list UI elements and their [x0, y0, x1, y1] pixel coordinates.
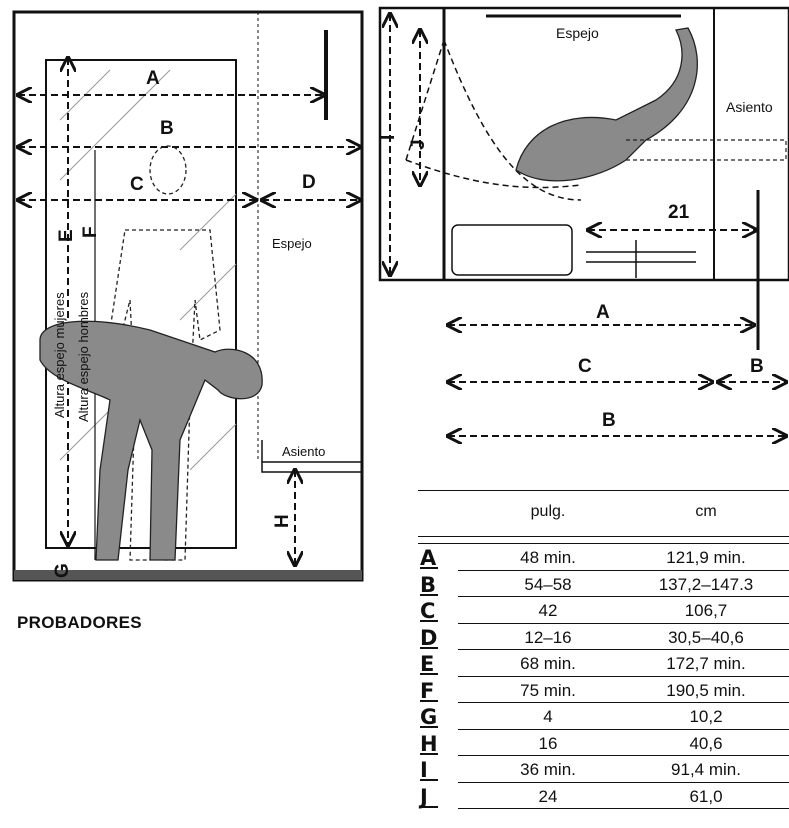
- row-key: C: [420, 599, 440, 623]
- dim-label-d: D: [302, 172, 316, 193]
- dim-label-e: E: [56, 229, 77, 242]
- plan-drawing: A C B B 21 I J Espejo Asiento: [378, 6, 789, 470]
- row-pulg: 16: [538, 733, 558, 753]
- table-row: A 48 min. 121,9 min.: [418, 544, 789, 571]
- plan-dim-j: J: [408, 139, 429, 150]
- row-pulg: 36 min.: [520, 760, 576, 779]
- row-pulg: 68 min.: [520, 654, 576, 673]
- row-cm: 91,4 min.: [671, 760, 741, 779]
- table-header: pulg. cm: [418, 490, 789, 544]
- table-row: J 24 61,0: [418, 783, 789, 809]
- row-cm: 106,7: [684, 601, 728, 620]
- row-key: B: [420, 573, 440, 597]
- row-pulg: 75 min.: [520, 680, 576, 700]
- row-divider: [458, 569, 789, 571]
- row-divider: [458, 702, 789, 703]
- row-key: E: [420, 652, 440, 676]
- row-divider: [458, 781, 789, 783]
- mirror-height-men-label: Altura espejo hombres: [76, 291, 91, 422]
- row-divider: [458, 596, 789, 597]
- dimensions-table: pulg. cm A 48 min. 121,9 min. B 54–58 137,2–1…: [418, 490, 789, 809]
- table-row: B 54–58 137,2–147.3: [418, 571, 789, 597]
- row-cm: 10,2: [689, 707, 723, 726]
- row-key: D: [420, 626, 440, 650]
- row-key: H: [420, 732, 440, 756]
- plan-dim-21: 21: [668, 202, 690, 223]
- table-row: G 4 10,2: [418, 703, 789, 730]
- plan-dim-c: C: [578, 356, 592, 377]
- row-cm: 30,5–40,6: [668, 627, 744, 647]
- row-cm: 121,9 min.: [666, 548, 746, 567]
- mirror-height-women-label: Altura espejo mujeres: [52, 292, 67, 418]
- row-pulg: 24: [538, 786, 558, 806]
- row-pulg: 4: [543, 707, 553, 726]
- plan-dim-i: I: [378, 135, 399, 140]
- row-pulg: 54–58: [524, 574, 572, 594]
- row-divider: [458, 622, 789, 624]
- row-key: A: [420, 546, 440, 570]
- row-key: F: [420, 679, 440, 703]
- dim-label-f: F: [80, 226, 101, 238]
- row-cm: 172,7 min.: [666, 654, 746, 673]
- seat-label: Asiento: [282, 444, 325, 459]
- row-divider: [458, 728, 789, 730]
- table-row: H 16 40,6: [418, 730, 789, 756]
- mirror-label: Espejo: [272, 236, 312, 251]
- dim-label-a: A: [146, 68, 160, 89]
- row-cm: 61,0: [689, 786, 723, 806]
- row-divider: [458, 808, 789, 809]
- row-divider: [458, 755, 789, 756]
- table-row: C 42 106,7: [418, 597, 789, 624]
- row-cm: 40,6: [689, 733, 723, 753]
- row-divider: [458, 649, 789, 650]
- row-cm: 190,5 min.: [666, 680, 746, 700]
- plan-dim-b-right: B: [750, 356, 764, 377]
- dim-label-c: C: [130, 174, 144, 195]
- row-pulg: 48 min.: [520, 548, 576, 567]
- plan-seat-label: Asiento: [726, 99, 773, 115]
- row-divider: [458, 675, 789, 677]
- dim-label-g: G: [52, 563, 73, 578]
- row-key: G: [420, 705, 440, 729]
- row-key: I: [420, 758, 440, 782]
- row-key: J: [420, 785, 440, 809]
- row-pulg: 42: [538, 601, 558, 620]
- row-pulg: 12–16: [524, 627, 572, 647]
- header-pulg: pulg.: [530, 503, 566, 520]
- table-row: F 75 min. 190,5 min.: [418, 677, 789, 703]
- dim-label-h: H: [272, 514, 293, 528]
- plan-dim-a: A: [596, 302, 610, 323]
- header-cm: cm: [695, 503, 717, 520]
- page-title: PROBADORES: [17, 613, 142, 632]
- table-row: I 36 min. 91,4 min.: [418, 756, 789, 783]
- table-row: D 12–16 30,5–40,6: [418, 624, 789, 650]
- table-row: E 68 min. 172,7 min.: [418, 650, 789, 677]
- row-cm: 137,2–147.3: [658, 574, 754, 594]
- plan-mirror-label: Espejo: [556, 25, 599, 41]
- dim-label-b: B: [160, 118, 174, 139]
- elevation-drawing: A B C D E F G H Espejo Asiento Altura es…: [12, 10, 364, 582]
- plan-dim-b: B: [602, 410, 616, 431]
